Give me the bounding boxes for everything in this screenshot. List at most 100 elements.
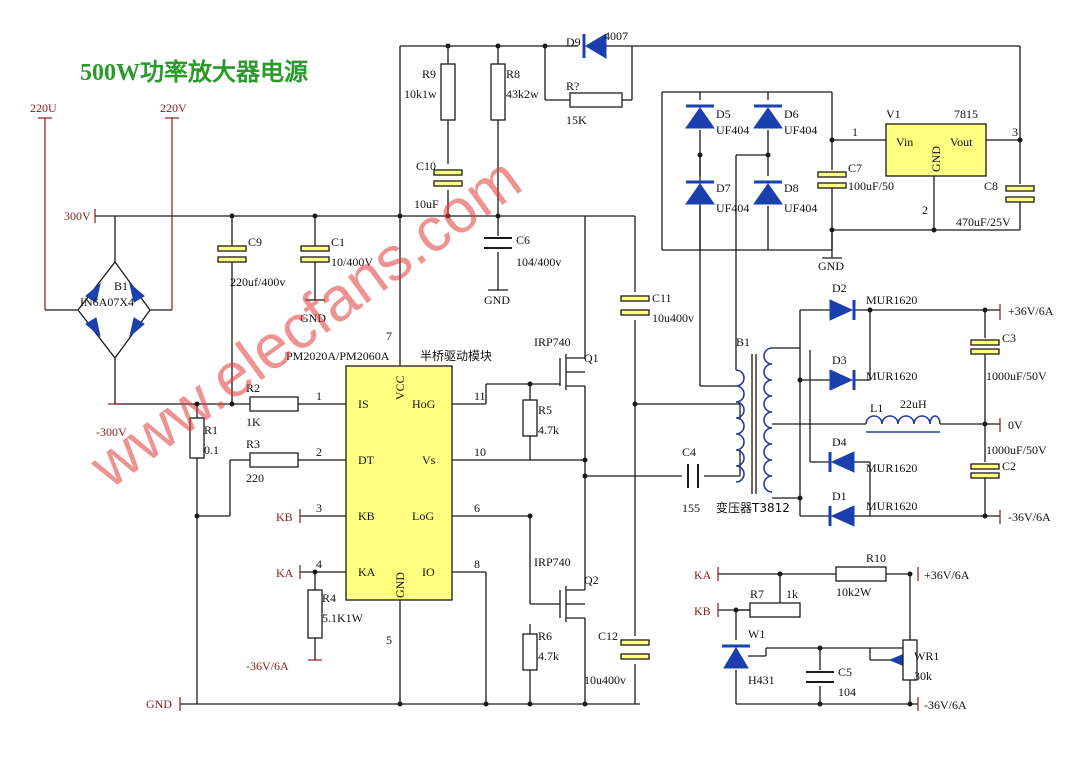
c4-ref: C4 xyxy=(682,445,696,459)
c5-value: 104 xyxy=(838,685,856,699)
junctions xyxy=(194,43,1023,707)
gnd-label-reg: GND xyxy=(818,259,844,273)
gnd-left-label: GND xyxy=(146,697,172,711)
r4-value: 5.1K1W xyxy=(322,611,364,625)
c11-value: 10u400v xyxy=(652,311,694,325)
d2-value: MUR1620 xyxy=(866,293,917,307)
r6-ref: R6 xyxy=(538,629,552,643)
ic-pin-log: LoG xyxy=(412,509,434,523)
c1-value: 10/400V xyxy=(331,255,373,269)
d1-ref: D1 xyxy=(832,489,847,503)
b1-value: IN6A07X4 xyxy=(80,295,134,309)
transformer-ref: B1 xyxy=(736,335,750,349)
c9-ref: C9 xyxy=(248,235,262,249)
c5-ref: C5 xyxy=(838,665,852,679)
ic-pin-number-1: 1 xyxy=(316,389,322,403)
c7-value: 100uF/50 xyxy=(848,179,894,193)
ic-pin-vs: Vs xyxy=(422,453,436,467)
driver-ic: PM2020A/PM2060A 半桥驱动模块 IS DT KB KA HoG V… xyxy=(286,329,492,647)
diagram-title: 500W功率放大器电源 xyxy=(80,58,308,86)
r4-ref: R4 xyxy=(322,591,336,605)
v1-value: 7815 xyxy=(954,107,978,121)
r5-value: 4.7k xyxy=(538,423,559,437)
l1-value: 22uH xyxy=(900,397,927,411)
c12-ref: C12 xyxy=(598,629,618,643)
ic-pin-number-3: 3 xyxy=(316,501,322,515)
v1-vin: Vin xyxy=(896,135,913,149)
r3-ref: R3 xyxy=(246,437,260,451)
wr-pos-label: +36V/6A xyxy=(924,568,970,582)
v1-pin-1: 1 xyxy=(852,125,858,139)
gnd-label-c6: GND xyxy=(484,293,510,307)
v1-gnd: GND xyxy=(929,146,943,172)
c1-ref: C1 xyxy=(331,235,345,249)
d1-value: MUR1620 xyxy=(866,499,917,513)
ic-pin-dt: DT xyxy=(358,453,375,467)
ic-pin-number-8: 8 xyxy=(474,557,480,571)
c7-ref: C7 xyxy=(848,161,862,175)
ic-ref: PM2020A/PM2060A xyxy=(286,349,390,363)
ac-input-right-label: 220V xyxy=(160,101,187,115)
r2-ref: R2 xyxy=(246,381,260,395)
d3-value: MUR1620 xyxy=(866,369,917,383)
out-pos-label: +36V/6A xyxy=(1008,304,1054,318)
c8-ref: C8 xyxy=(984,179,998,193)
wr-neg-label: -36V/6A xyxy=(924,698,967,712)
wr1-value: 30k xyxy=(914,669,932,683)
hv-pos-label: 300V xyxy=(64,209,91,223)
mosfet-q2: IRP740 Q2 xyxy=(534,555,599,622)
d4-ref: D4 xyxy=(832,435,847,449)
ic-pin-number-6: 6 xyxy=(474,501,480,515)
q2-value: IRP740 xyxy=(534,555,571,569)
transformer: B1 变压器T3812 xyxy=(716,335,790,515)
rq-value: 15K xyxy=(566,113,587,127)
out-neg-label: -36V/6A xyxy=(1008,510,1051,524)
diode-d9: D9 4007 xyxy=(566,29,628,59)
r8-ref: R8 xyxy=(506,67,520,81)
v1-pin-3: 3 xyxy=(1012,125,1018,139)
hv-neg-label: -300V xyxy=(96,425,127,439)
capacitors: C9 220uf/400v C1 10/400V C10 10uF C6 104… xyxy=(217,159,1047,699)
d9-value: 4007 xyxy=(604,29,628,43)
c6-ref: C6 xyxy=(516,233,530,247)
ic-pin-number-2: 2 xyxy=(316,445,322,459)
c3-value: 1000uF/50V xyxy=(986,369,1047,383)
d6-value: UF404 xyxy=(784,123,817,137)
r3-value: 220 xyxy=(246,471,264,485)
d5-value: UF404 xyxy=(716,123,749,137)
ground-symbols: GND GND GND xyxy=(300,257,844,325)
c2-ref: C2 xyxy=(1002,459,1016,473)
c11-ref: C11 xyxy=(652,291,672,305)
output-diodes: D2 MUR1620 D3 MUR1620 D4 MUR1620 D1 MUR1… xyxy=(828,281,917,527)
out-zero-label: 0V xyxy=(1008,418,1023,432)
r6-value: 4.7k xyxy=(538,649,559,663)
ic-pin-number-11: 11 xyxy=(474,389,486,403)
ic-pin-vcc: VCC xyxy=(393,375,407,400)
ic-pin-number-4: 4 xyxy=(316,557,322,571)
regulator-v1: V1 7815 Vin Vout GND 1 3 2 xyxy=(852,107,1018,217)
r10-value: 10k2W xyxy=(836,585,872,599)
d4-value: MUR1620 xyxy=(866,461,917,475)
w1-value: H431 xyxy=(748,673,775,687)
ic-pin-is: IS xyxy=(358,397,369,411)
r7-ref: R7 xyxy=(750,587,764,601)
kb-right-label: KB xyxy=(694,604,711,618)
kb-left-label: KB xyxy=(276,510,293,524)
c10-value: 10uF xyxy=(414,197,439,211)
d9-ref: D9 xyxy=(566,35,581,49)
r2-value: 1K xyxy=(246,415,261,429)
transformer-label: 变压器T3812 xyxy=(716,500,790,515)
c6-value: 104/400v xyxy=(516,255,561,269)
l1-ref: L1 xyxy=(870,401,883,415)
d5-ref: D5 xyxy=(716,107,731,121)
ic-pin-io: IO xyxy=(422,565,435,579)
d7-value: UF404 xyxy=(716,201,749,215)
r5-ref: R5 xyxy=(538,403,552,417)
q2-ref: Q2 xyxy=(584,573,599,587)
ic-pin-kb: KB xyxy=(358,509,375,523)
c2-value: 1000uF/50V xyxy=(986,443,1047,457)
ac-input-left-label: 220U xyxy=(30,101,57,115)
ic-pin-number-7: 7 xyxy=(386,329,392,343)
